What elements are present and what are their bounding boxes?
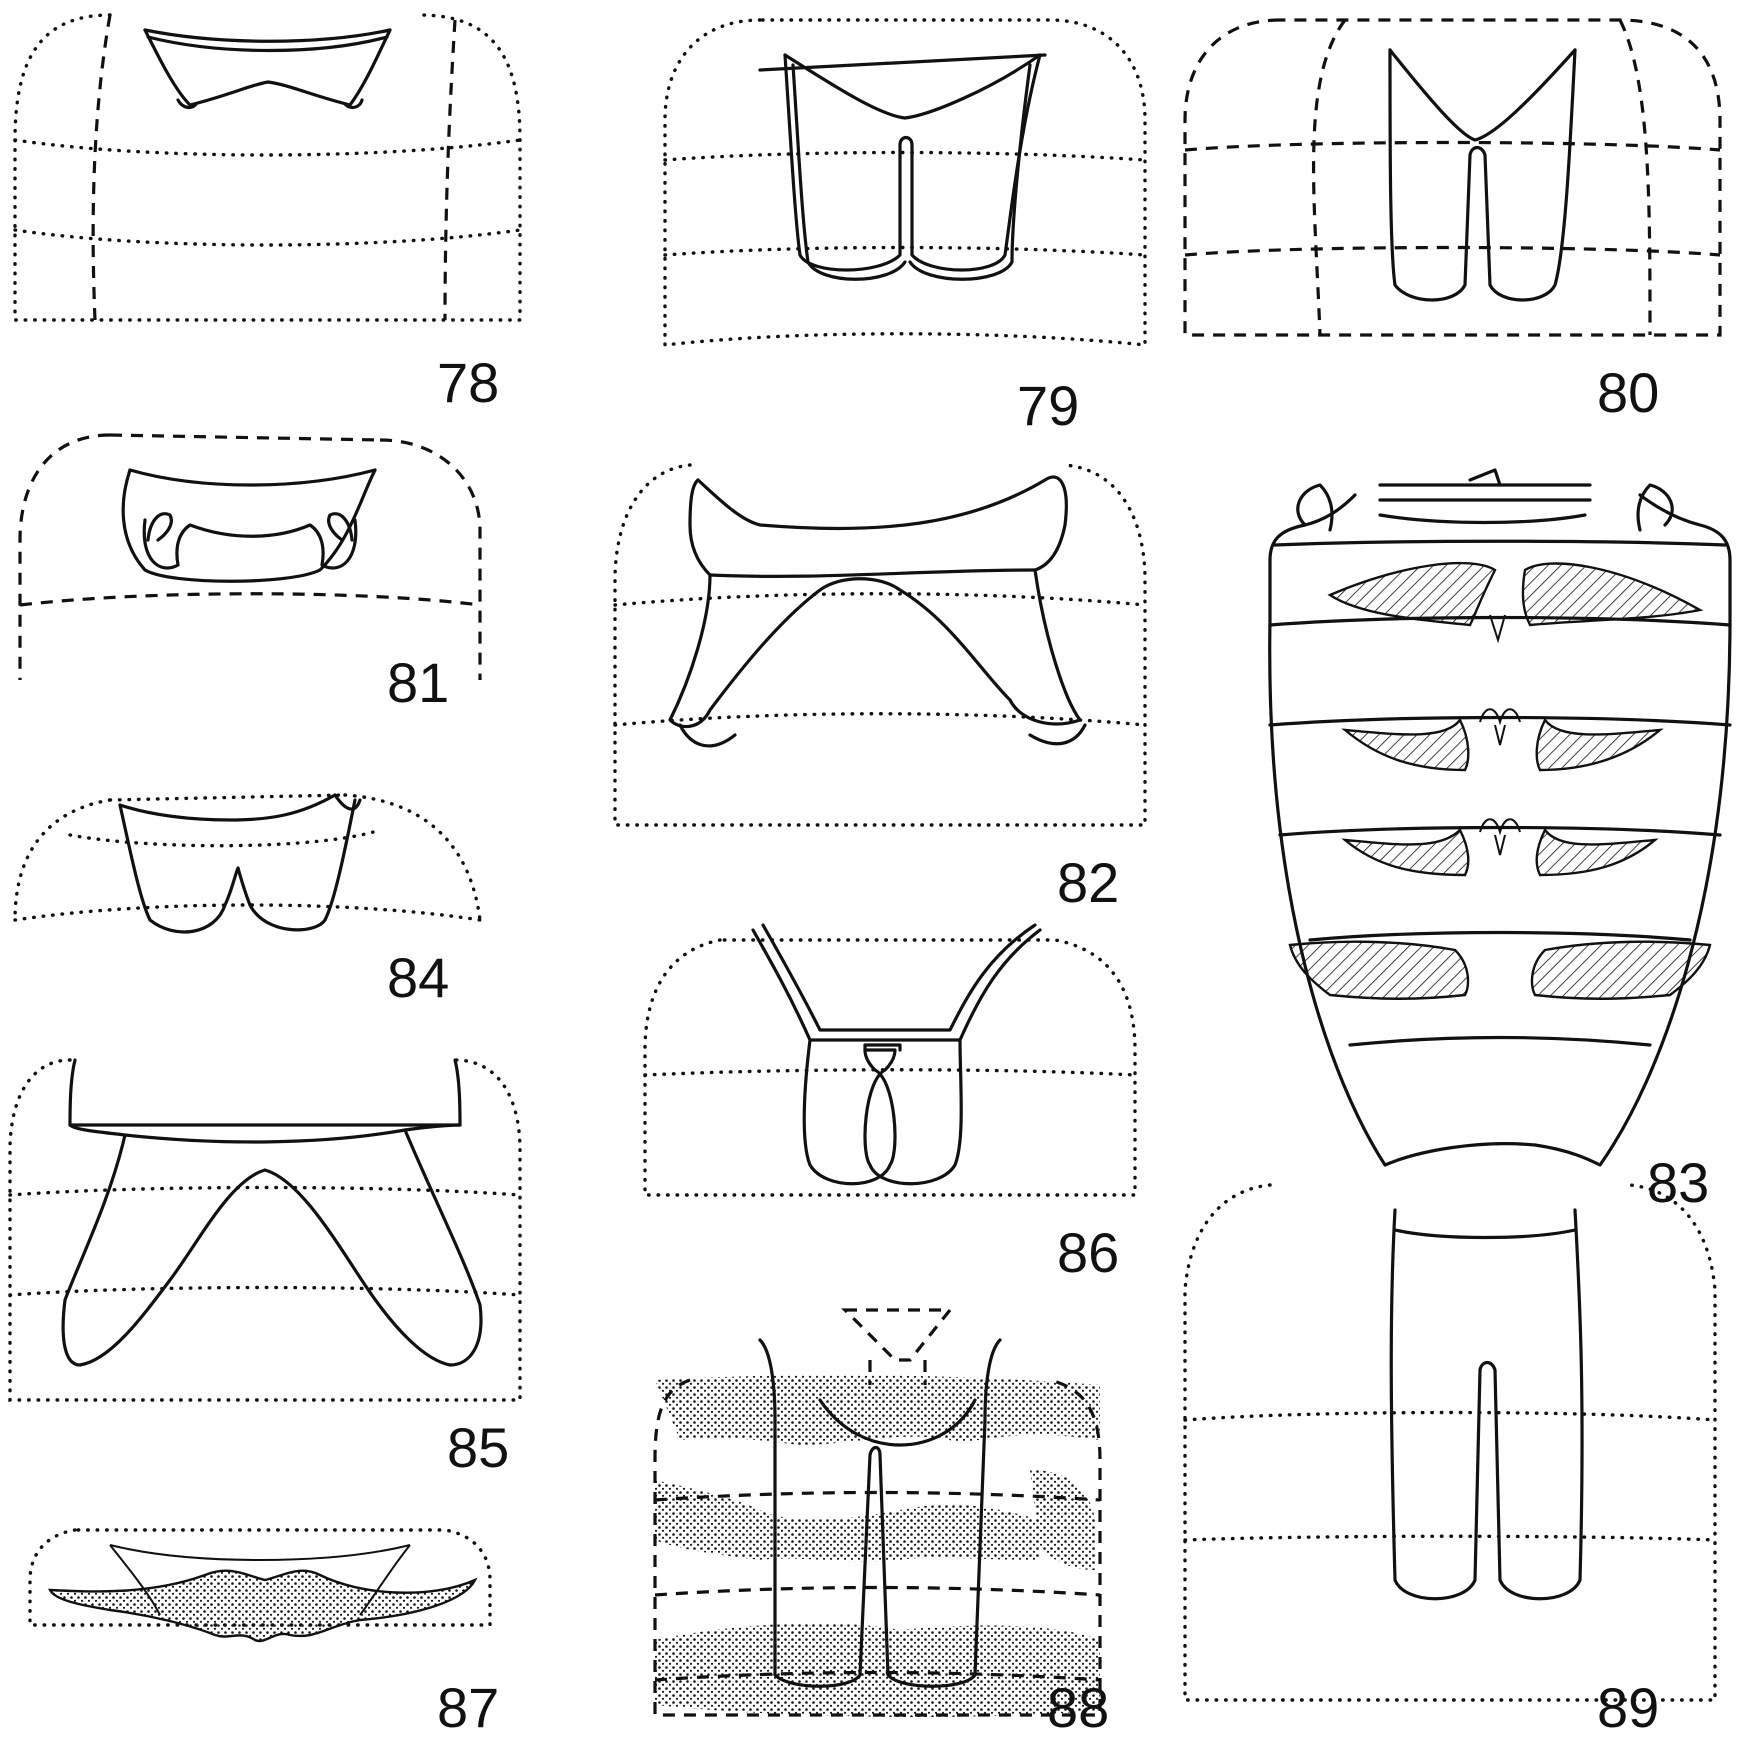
figure-88-drawing xyxy=(653,1308,1102,1717)
figure-85-drawing xyxy=(8,1058,522,1402)
figure-label-78: 78 xyxy=(437,351,500,414)
figure-label-84: 84 xyxy=(387,946,450,1009)
figure-label-79: 79 xyxy=(1017,374,1080,437)
figure-89-drawing xyxy=(1183,1183,1717,1702)
figure-label-80: 80 xyxy=(1597,361,1660,424)
figure-80-drawing xyxy=(1183,18,1722,337)
figure-label-88: 88 xyxy=(1047,1676,1110,1739)
figure-label-81: 81 xyxy=(387,651,450,714)
figure-84-drawing xyxy=(13,793,482,934)
figure-79-drawing xyxy=(663,18,1147,347)
figure-label-82: 82 xyxy=(1057,851,1120,914)
figure-label-85: 85 xyxy=(447,1416,510,1479)
figure-78-drawing xyxy=(13,13,522,322)
figure-label-86: 86 xyxy=(1057,1221,1120,1284)
figure-86-drawing xyxy=(643,923,1137,1197)
figure-83-drawing xyxy=(1268,468,1732,1167)
figure-label-83: 83 xyxy=(1647,1151,1710,1214)
figure-label-89: 89 xyxy=(1597,1676,1660,1739)
figure-82-drawing xyxy=(613,463,1147,827)
figure-87-drawing xyxy=(28,1528,492,1643)
figure-81-drawing xyxy=(18,433,482,680)
figure-label-87: 87 xyxy=(437,1676,500,1739)
